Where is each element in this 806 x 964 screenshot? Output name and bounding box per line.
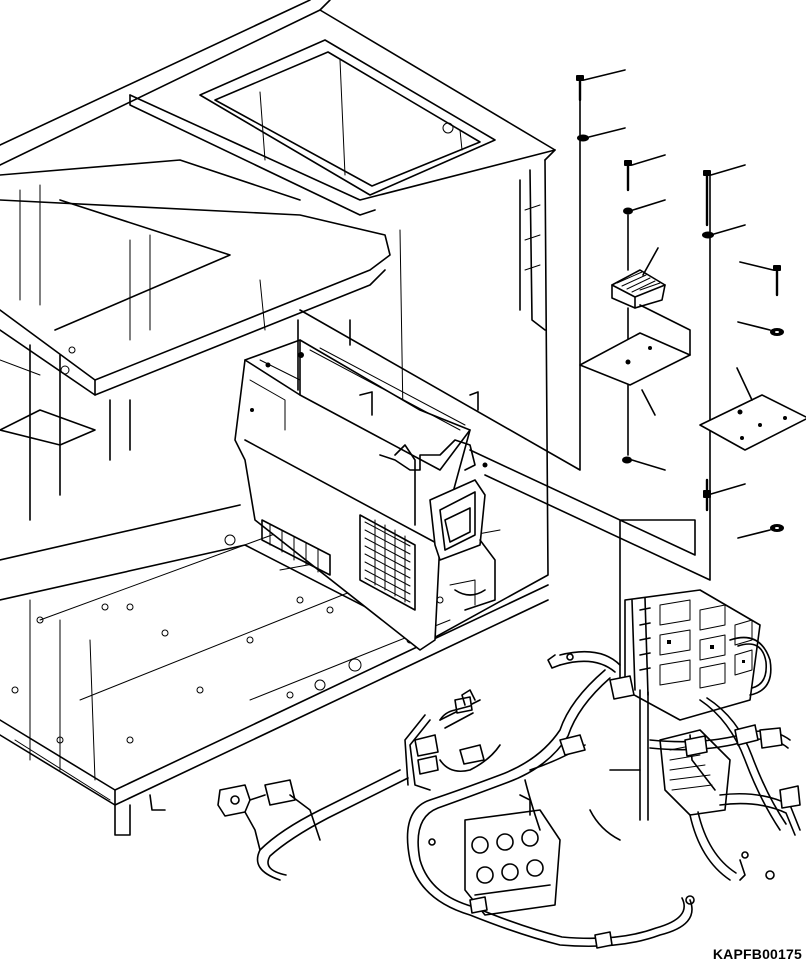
bolt-2 [703, 164, 746, 227]
mounting-plate-1 [579, 304, 691, 471]
drawing-code: KAPFB00175 [712, 946, 802, 962]
spacer-1 [703, 478, 746, 512]
bolt-1 [576, 69, 626, 102]
controller-assembly [576, 69, 806, 539]
unit-grille-slats [364, 519, 411, 603]
washer-3 [737, 321, 784, 336]
connector-block [659, 729, 731, 816]
wiring-harness [217, 589, 801, 949]
leader-lines [299, 84, 711, 681]
fuse-relay-box [624, 589, 761, 721]
relay-cluster [464, 779, 561, 916]
upper-harness-lead [439, 689, 476, 721]
washer-1 [577, 127, 626, 142]
washer-2 [702, 224, 746, 239]
harness-connectors [414, 653, 801, 949]
harness-cables [404, 636, 801, 948]
mounting-plate-2 [699, 367, 806, 451]
air-conditioner-unit [234, 319, 496, 651]
floor-plug-lead [217, 769, 409, 881]
controller-box [611, 154, 666, 309]
bolt-3 [739, 261, 781, 297]
washer-4 [737, 524, 784, 539]
